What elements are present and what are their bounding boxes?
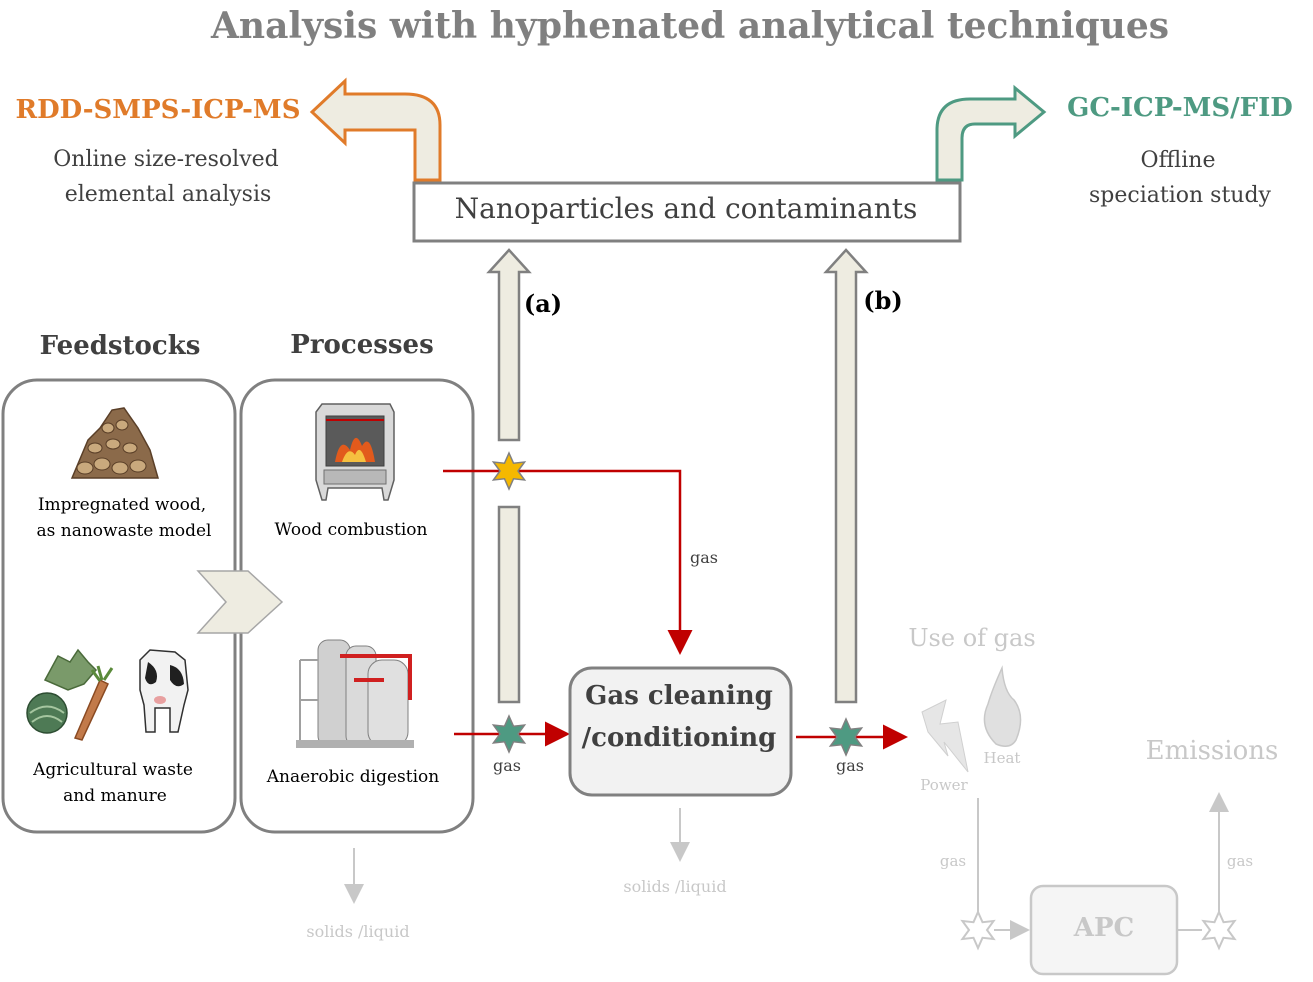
emissions-label: Emissions — [1146, 736, 1279, 766]
teal-curved-arrow — [935, 84, 1047, 182]
gas-label-4: gas — [940, 852, 966, 870]
cow-icon — [139, 649, 189, 733]
vertical-arrow-a-upper — [486, 248, 532, 442]
wood-label-1: Impregnated wood, — [38, 495, 206, 515]
combustion-label: Wood combustion — [275, 520, 428, 540]
chevron-arrow — [196, 570, 284, 634]
vertical-arrow-a-lower — [497, 505, 521, 704]
heat-label: Heat — [984, 749, 1021, 767]
gas-cleaning-label-2: /conditioning — [582, 723, 777, 753]
sampling-star-teal-1 — [491, 714, 527, 754]
left-technique-name: RDD-SMPS-ICP-MS — [16, 95, 301, 125]
wood-stove-icon — [315, 403, 395, 501]
power-label: Power — [920, 776, 968, 794]
flame-icon — [983, 665, 1022, 747]
agri-label-1: Agricultural waste — [32, 760, 193, 780]
diagram-title: Analysis with hyphenated analytical tech… — [210, 5, 1169, 47]
apc-gas-in-line — [977, 798, 1026, 930]
apc-label: APC — [1073, 913, 1134, 943]
gas-label-3: gas — [836, 756, 864, 775]
gas-label-1: gas — [690, 548, 718, 567]
wood-label-2: as nanowaste model — [37, 521, 212, 541]
vegetables-icon — [26, 648, 114, 741]
gas-label-2: gas — [493, 756, 521, 775]
sampling-star-yellow — [491, 451, 527, 491]
biogas-plant-icon — [296, 639, 414, 748]
left-technique-desc-1: Online size-resolved — [53, 147, 278, 172]
label-a: (a) — [524, 289, 562, 318]
wood-pile-icon — [70, 407, 159, 479]
right-technique-desc-2: speciation study — [1089, 183, 1272, 208]
lightning-icon — [921, 699, 969, 773]
apc-star-left — [960, 909, 996, 951]
orange-curved-arrow — [309, 77, 442, 182]
processes-header: Processes — [290, 330, 433, 360]
right-technique-desc-1: Offline — [1141, 148, 1216, 173]
left-technique-desc-2: elemental analysis — [65, 182, 272, 207]
apc-star-right — [1201, 909, 1237, 951]
right-technique-name: GC-ICP-MS/FID — [1067, 93, 1293, 123]
gas-cleaning-box — [568, 666, 793, 797]
solids-liquid-label-1: solids /liquid — [306, 922, 409, 941]
solids-liquid-label-2: solids /liquid — [623, 877, 726, 896]
nanoparticles-box — [412, 181, 962, 243]
label-b: (b) — [863, 286, 903, 315]
gas-label-5: gas — [1227, 852, 1253, 870]
apc-gas-out-line — [1177, 796, 1219, 931]
vertical-arrow-b — [823, 248, 869, 704]
use-of-gas-label: Use of gas — [908, 624, 1035, 652]
gas-cleaning-label-1: Gas cleaning — [585, 681, 773, 711]
digestion-label: Anaerobic digestion — [266, 767, 440, 787]
sampling-star-teal-2 — [828, 717, 864, 757]
nanoparticles-label: Nanoparticles and contaminants — [455, 192, 918, 225]
agri-label-2: and manure — [63, 786, 167, 806]
feedstocks-header: Feedstocks — [40, 331, 201, 361]
red-flow-combustion — [443, 469, 693, 655]
